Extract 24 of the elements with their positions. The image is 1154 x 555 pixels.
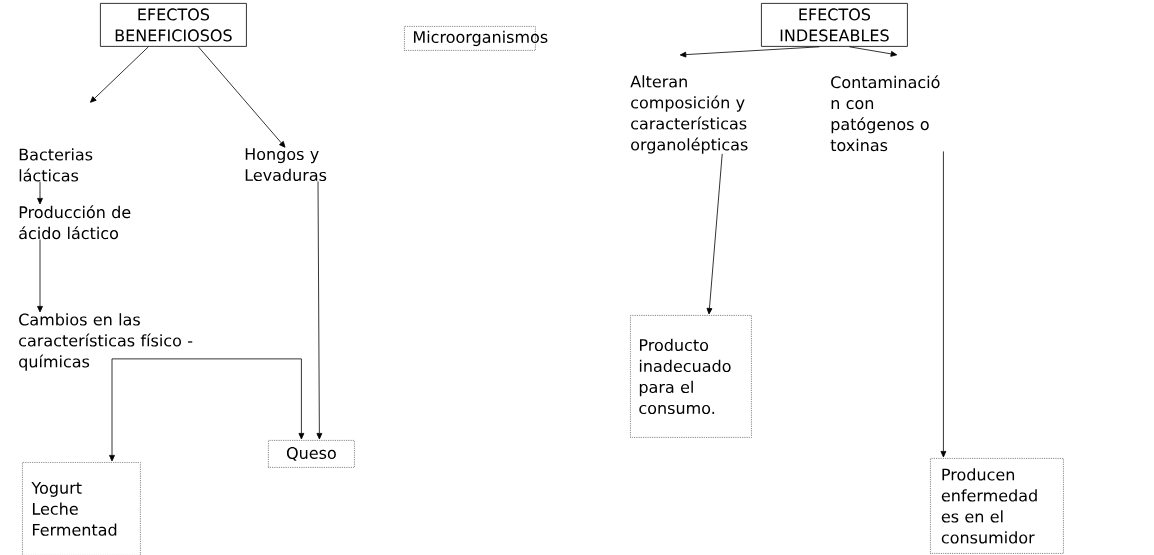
node-text: Bacterias lácticas: [19, 148, 93, 182]
arrow: [706, 153, 723, 315]
arrow: [940, 151, 947, 458]
heading-box: EFECTOS BENEFICIOSOS: [100, 3, 247, 47]
arrow: [849, 46, 898, 57]
result-box: Queso: [268, 440, 355, 468]
node-text: Contaminació n con patógenos o toxinas: [830, 75, 940, 152]
node-text: Hongos y Levaduras: [245, 148, 327, 182]
arrow: [90, 46, 149, 103]
arrow: [109, 370, 115, 462]
heading-box: EFECTOS INDESEABLES: [761, 3, 908, 47]
node-text: Producción de ácido láctico: [19, 205, 131, 240]
node-text: Cambios en las características físico - químicas: [19, 313, 193, 371]
node-text: Alteran composición y características organolépticas: [630, 75, 748, 154]
result-box: Yogurt Leche Fermentad: [22, 462, 141, 555]
arrow: [198, 46, 286, 148]
title-box: Microorganismos: [404, 26, 548, 51]
result-box: Producen enfermedad es en el consumidor: [930, 458, 1064, 554]
arrow: [37, 181, 43, 205]
arrow: [679, 46, 820, 58]
arrow: [111, 358, 305, 440]
arrow: [316, 180, 323, 440]
arrow: [37, 239, 43, 313]
result-box: Producto inadecuado para el consumo.: [630, 315, 752, 438]
